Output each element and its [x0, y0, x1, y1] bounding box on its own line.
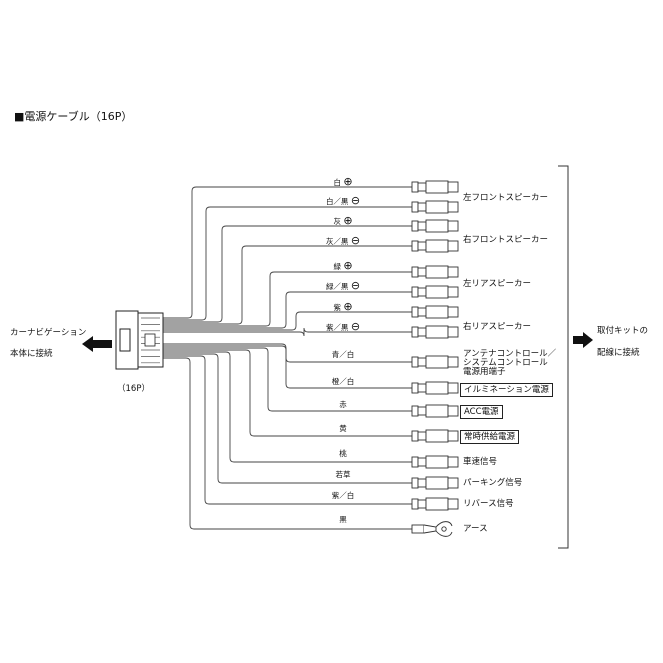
wire-label: 灰／黒 ⊖ [325, 234, 361, 247]
wire-label: 青／白 [331, 350, 355, 359]
wire [163, 245, 412, 325]
wire-label: 紫／黒 ⊖ [325, 320, 361, 333]
right-destination-line1: 取付キットの [597, 326, 649, 336]
wire-label: 黒 [339, 515, 347, 524]
page-title: ■電源ケーブル（16P） [14, 110, 133, 123]
wire-label: 白／黒 ⊖ [325, 194, 361, 207]
function-label-rear-right-speaker: 右リアスピーカー [463, 322, 532, 332]
right-destination-line2: 配線に接続 [597, 348, 640, 358]
wire [163, 225, 412, 323]
wire-label: 紫 ⊕ [333, 300, 353, 313]
connector-16p [115, 310, 164, 370]
wire [163, 327, 412, 337]
ground-terminal [411, 521, 453, 537]
terminal-connector [411, 381, 459, 395]
arrow-left-icon [82, 336, 112, 352]
terminal-connector [411, 404, 459, 418]
minus-icon: ⊖ [350, 320, 361, 333]
terminal-connector [411, 180, 459, 194]
wire-label: 赤 [339, 400, 347, 409]
wire-label: 橙／白 [331, 377, 355, 386]
wire-label: 緑 ⊕ [333, 259, 353, 272]
wire-label: 白 ⊕ [333, 175, 353, 188]
terminal-connector [411, 476, 459, 490]
terminal-connector [411, 239, 459, 253]
left-destination-line2: 本体に接続 [10, 349, 53, 359]
minus-icon: ⊖ [350, 279, 361, 292]
wire [163, 206, 412, 321]
function-label-ground: アース [463, 524, 488, 534]
function-label-rear-left-speaker: 左リアスピーカー [463, 279, 532, 289]
function-label-front-right-speaker: 右フロントスピーカー [463, 235, 549, 245]
terminal-connector [411, 200, 459, 214]
connector-label: （16P） [117, 384, 150, 394]
minus-icon: ⊖ [350, 234, 361, 247]
wire [163, 357, 412, 530]
function-label-antenna-control-2: システムコントロール [463, 358, 548, 368]
function-label-illumination: イルミネーション電源 [460, 383, 553, 397]
wire [163, 271, 412, 327]
plus-icon: ⊕ [343, 214, 353, 227]
wire-label: 桃 [339, 449, 347, 458]
function-label-reverse: リバース信号 [463, 499, 514, 509]
wire [163, 186, 412, 319]
terminal-connector [411, 219, 459, 233]
function-label-acc: ACC電源 [460, 405, 503, 419]
function-label-vehicle-speed: 車速信号 [463, 457, 498, 467]
connector-layer [115, 310, 164, 370]
wire [163, 355, 412, 505]
wire [163, 347, 412, 412]
wire [163, 345, 412, 389]
terminal-connector [411, 265, 459, 279]
minus-icon: ⊖ [350, 194, 361, 207]
terminal-connector [411, 455, 459, 469]
terminal-connector [411, 429, 459, 443]
wire-label: 若草 [335, 470, 351, 479]
wire [163, 351, 412, 463]
wire [163, 349, 412, 437]
function-label-constant-power: 常時供給電源 [460, 430, 520, 444]
plus-icon: ⊕ [343, 259, 353, 272]
function-label-parking: パーキング信号 [463, 478, 523, 488]
left-destination-line1: カーナビゲーション [10, 328, 87, 338]
wire [163, 343, 412, 363]
terminal-connector [411, 355, 459, 369]
wire-label: 灰 ⊕ [333, 214, 353, 227]
terminal-connector [411, 325, 459, 339]
function-label-front-left-speaker: 左フロントスピーカー [463, 193, 549, 203]
terminal-connector [411, 497, 459, 511]
wires-layer [163, 186, 412, 530]
wire-label: 緑／黒 ⊖ [325, 279, 361, 292]
wire [163, 291, 412, 329]
wire-label: 黄 [339, 424, 347, 433]
group-bracket [558, 165, 569, 549]
function-label-antenna-control-1: アンテナコントロール／ [463, 349, 557, 359]
wire [163, 353, 412, 484]
plus-icon: ⊕ [343, 300, 353, 313]
terminal-connector [411, 305, 459, 319]
plus-icon: ⊕ [343, 175, 353, 188]
arrow-right-icon [573, 332, 593, 348]
terminal-connector [411, 285, 459, 299]
wire [163, 311, 412, 331]
terminal-layer [411, 180, 459, 537]
wire-label: 紫／白 [331, 491, 355, 500]
function-label-antenna-control-3: 電源用端子 [463, 367, 506, 377]
